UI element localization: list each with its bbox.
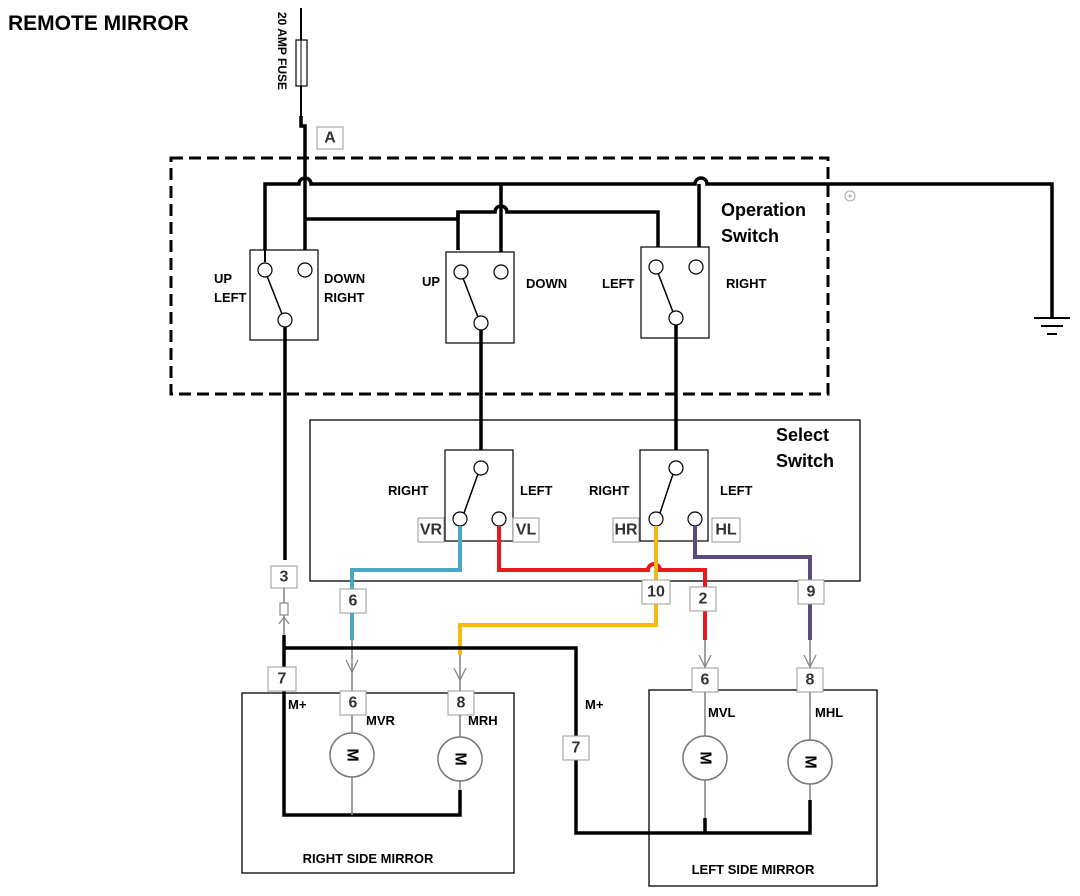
op1-label-right: RIGHT bbox=[324, 290, 365, 305]
operation-switch-title-2: Switch bbox=[721, 226, 779, 246]
svg-text:10: 10 bbox=[647, 584, 665, 601]
right-mirror-mrh: MRH bbox=[468, 713, 498, 728]
diagram-title: REMOTE MIRROR bbox=[8, 12, 189, 35]
select-switch-frame bbox=[309, 419, 861, 582]
svg-text:6: 6 bbox=[349, 695, 358, 712]
motor-mhl bbox=[787, 739, 833, 785]
purple-wire bbox=[693, 526, 812, 640]
svg-text:HL: HL bbox=[715, 522, 737, 539]
connector-8-left bbox=[796, 667, 824, 693]
svg-text:7: 7 bbox=[278, 671, 287, 688]
svg-text:8: 8 bbox=[457, 695, 466, 712]
connector-7-right bbox=[267, 666, 297, 692]
term-vr bbox=[417, 517, 445, 543]
connector-a bbox=[316, 126, 344, 150]
svg-text:6: 6 bbox=[701, 672, 710, 689]
svg-text:VR: VR bbox=[420, 522, 443, 539]
right-mirror-box bbox=[241, 692, 515, 874]
term-hl bbox=[711, 517, 741, 543]
right-mirror-title: RIGHT SIDE MIRROR bbox=[303, 851, 434, 866]
op1-label-up: UP bbox=[214, 271, 232, 286]
m-plus-left-wire bbox=[284, 646, 812, 835]
ground-bus bbox=[263, 176, 1054, 318]
op1-contact-left bbox=[257, 262, 273, 278]
yellow-wire bbox=[458, 526, 658, 655]
m-plus-right-wire bbox=[282, 635, 462, 817]
motor-mrh bbox=[437, 736, 483, 782]
blue-wire bbox=[350, 526, 462, 640]
connector-6-left bbox=[691, 667, 719, 693]
svg-text:7: 7 bbox=[572, 740, 581, 757]
motor-mvr bbox=[329, 732, 375, 778]
left-mirror-mvl: MVL bbox=[708, 705, 736, 720]
op3-label-left: LEFT bbox=[602, 276, 635, 291]
red-wire bbox=[497, 526, 707, 640]
svg-text:M: M bbox=[802, 755, 819, 768]
op1-label-down: DOWN bbox=[324, 271, 365, 286]
right-mirror-mvr: MVR bbox=[366, 713, 396, 728]
op1-label-left: LEFT bbox=[214, 290, 247, 305]
svg-text:M: M bbox=[452, 752, 469, 765]
svg-text:VL: VL bbox=[516, 522, 537, 539]
motor-mvl bbox=[682, 735, 728, 781]
select-switch-title-1: Select bbox=[776, 425, 829, 445]
sel1-label-right: RIGHT bbox=[388, 483, 429, 498]
op2-label-up: UP bbox=[422, 274, 440, 289]
svg-text:3: 3 bbox=[280, 569, 289, 586]
svg-text:M: M bbox=[697, 751, 714, 764]
sel2-label-left: LEFT bbox=[720, 483, 753, 498]
right-mirror-mplus: M+ bbox=[288, 697, 307, 712]
svg-text:HR: HR bbox=[614, 522, 638, 539]
svg-text:M: M bbox=[344, 748, 361, 761]
connector-6-blue bbox=[339, 588, 367, 614]
select-switch-title-2: Switch bbox=[776, 451, 834, 471]
svg-text:6: 6 bbox=[349, 593, 358, 610]
left-mirror-mplus: M+ bbox=[585, 697, 604, 712]
feed-wire bbox=[299, 116, 307, 168]
connector-arrow bbox=[345, 659, 359, 674]
connector-6-right bbox=[339, 690, 367, 716]
svg-text:9: 9 bbox=[807, 584, 816, 601]
connector-10-yellow bbox=[641, 579, 671, 605]
power-bus bbox=[305, 204, 660, 250]
connector-8-right bbox=[447, 690, 475, 716]
sel1-label-left: LEFT bbox=[520, 483, 553, 498]
term-vl bbox=[512, 517, 540, 543]
term-hr bbox=[612, 517, 640, 543]
op1-contact-common bbox=[277, 312, 293, 328]
op2-label-down: DOWN bbox=[526, 276, 567, 291]
fuse-label: 20 AMP FUSE bbox=[275, 12, 289, 90]
left-mirror-mhl: MHL bbox=[815, 705, 843, 720]
connector-9-purple bbox=[797, 579, 825, 605]
connector-a-label: A bbox=[324, 130, 336, 147]
operation-switch-title-1: Operation bbox=[721, 200, 806, 220]
connector-2-red bbox=[689, 586, 717, 612]
op1-contact-right bbox=[297, 262, 313, 278]
svg-text:8: 8 bbox=[806, 672, 815, 689]
sel2-label-right: RIGHT bbox=[589, 483, 630, 498]
operation-switch-frame bbox=[169, 156, 830, 396]
left-mirror-box bbox=[648, 689, 878, 887]
connector-7-left bbox=[562, 735, 590, 761]
left-mirror-title: LEFT SIDE MIRROR bbox=[692, 862, 815, 877]
svg-text:2: 2 bbox=[699, 591, 708, 608]
op3-label-right: RIGHT bbox=[726, 276, 767, 291]
